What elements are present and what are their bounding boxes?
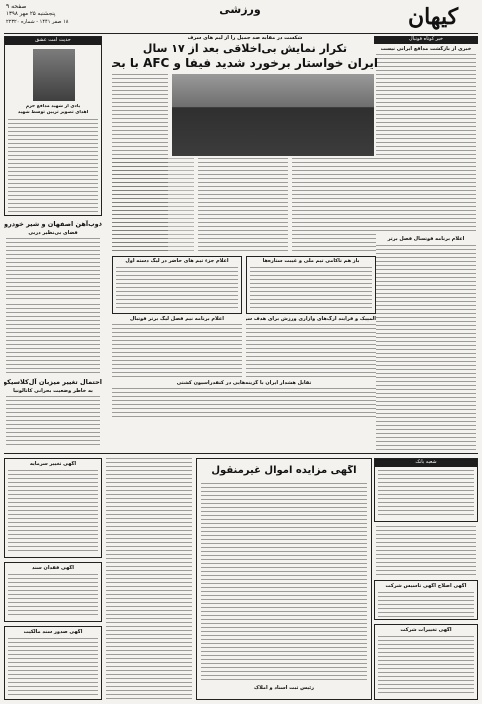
left-sports-sub: فضای بی‌نظیر دربی bbox=[28, 230, 78, 236]
left-sports-body bbox=[6, 238, 100, 300]
top-story-body-c bbox=[112, 74, 168, 254]
top-story-body-d bbox=[112, 158, 194, 254]
martyr-body bbox=[8, 119, 98, 213]
ad-small-3: آگهی صدور سند مالکیت bbox=[4, 626, 102, 700]
ad-box-right: آگهی اصلاح آگهی تاسیس شرکت bbox=[374, 580, 478, 620]
article-2-body bbox=[116, 267, 238, 311]
martyr-photo bbox=[33, 49, 75, 101]
ad-column-mid bbox=[106, 458, 192, 700]
top-story-headline-2: ایران خواستار برخورد شدید فیفا و AFC با … bbox=[112, 56, 378, 70]
newspaper-logo: کیهان bbox=[407, 4, 459, 30]
masthead: کیهان ورزشی صفحه ۹ پنجشنبه ۲۵ مهر ۱۳۹۸ ۱… bbox=[0, 0, 482, 34]
ad-notice-right: شعبه بانک bbox=[374, 458, 478, 522]
right-body-2 bbox=[376, 245, 476, 455]
ad-small-1: آگهی تغییر سرمایه bbox=[4, 458, 102, 558]
top-story-body-a bbox=[292, 158, 376, 254]
page-number: صفحه ۹ bbox=[6, 3, 27, 10]
article-1-body bbox=[250, 267, 372, 311]
left-news-body bbox=[6, 304, 100, 374]
ad-small-3-title: آگهی صدور سند مالکیت bbox=[23, 629, 83, 635]
article-1-title: باز هم ناکامی تیم ملی و غیبت ستاره‌ها bbox=[262, 258, 360, 264]
article-2-title: اعلام جزء تیم های حاضر در لیگ دسته اول bbox=[125, 258, 229, 264]
auction-signature: رئیس ثبت اسناد و املاک bbox=[254, 685, 314, 691]
left-column-box: حدیث امت عشق یادی از شهید مدافع حرم اهدا… bbox=[4, 36, 102, 216]
ad-box-bottom-title: آگهی تغییرات شرکت bbox=[400, 627, 452, 633]
article-5-title: المپیک و فرایند ارگ‌های وازاری ورزش برای… bbox=[246, 316, 376, 322]
ad-small-2-body bbox=[8, 574, 98, 618]
masthead-divider bbox=[4, 33, 478, 34]
right-subhead-2: اعلام برنامه فوتسال فصل برتر bbox=[387, 236, 465, 242]
left-cinema-sub: به خاطر وضعیت بحرانی کاتالونیا bbox=[13, 388, 93, 394]
auction-notice-body bbox=[201, 483, 367, 681]
martyr-subcaption: اهدای تصویر تزیین توسط شهید bbox=[17, 110, 89, 115]
ad-small-3-body bbox=[8, 638, 98, 696]
ad-right-text bbox=[376, 526, 476, 576]
ad-box-right-title: آگهی اصلاح آگهی تاسیس شرکت bbox=[385, 583, 467, 589]
top-story-kicker: شکست در مقابه صد جمیل را از لیم های سرف bbox=[187, 35, 303, 41]
article-box-2: اعلام جزء تیم های حاضر در لیگ دسته اول bbox=[112, 256, 242, 314]
match-photo bbox=[172, 74, 374, 156]
ad-box-right-body bbox=[378, 592, 474, 617]
ad-small-2: آگهی فقدان سند bbox=[4, 562, 102, 622]
section-title: ورزشی bbox=[219, 3, 261, 16]
top-story-headline-1: تکرار نمایش بی‌اخلاقی بعد از ۱۷ سال bbox=[142, 42, 348, 55]
ad-box-bottom: آگهی تغییرات شرکت bbox=[374, 624, 478, 700]
left-sports-headline: ذوب‌آهن اصفهان و شیر خودرو مشهد bbox=[4, 220, 102, 228]
ad-box-bottom-body bbox=[378, 636, 474, 696]
left-column-title: حدیث امت عشق bbox=[5, 37, 101, 45]
left-cinema-headline: احتمال تغییر میزبان آل‌کلاسیکو bbox=[4, 378, 102, 386]
ads-divider bbox=[4, 453, 478, 454]
article-box-1: باز هم ناکامی تیم ملی و غیبت ستاره‌ها bbox=[246, 256, 376, 314]
top-story-body-b bbox=[198, 158, 288, 254]
article-3-title: اعلام برنامه نیم فصل لیگ برتر فوتبال bbox=[130, 316, 224, 322]
article-4-body bbox=[112, 388, 376, 418]
ad-small-1-title: آگهی تغییر سرمایه bbox=[29, 461, 77, 467]
left-cinema-body bbox=[6, 396, 100, 448]
article-5-body bbox=[246, 324, 376, 378]
ad-small-1-body bbox=[8, 470, 98, 554]
auction-notice: آگهی مزایده اموال غیرمنقول رئیس ثبت اسنا… bbox=[196, 458, 372, 700]
article-3-body bbox=[112, 324, 242, 378]
right-column: خبر کوتاه فوتبال خبری از بازگشت مدافع ای… bbox=[374, 36, 478, 456]
right-subhead-1: خبری از بازگشت مدافع ایرانی نیست bbox=[380, 46, 472, 52]
article-4-title: تقابل هشدار ایران با گزینه‌هایی در کنفدر… bbox=[176, 380, 312, 386]
right-column-title: خبر کوتاه فوتبال bbox=[374, 36, 478, 44]
issue-date: پنجشنبه ۲۵ مهر ۱۳۹۸ bbox=[6, 11, 56, 17]
auction-notice-title: آگهی مزایده اموال غیرمنقول bbox=[211, 465, 357, 476]
bank-label: شعبه بانک bbox=[375, 459, 477, 467]
right-body-1 bbox=[376, 54, 476, 234]
ad-small-2-title: آگهی فقدان سند bbox=[31, 565, 75, 571]
martyr-caption: یادی از شهید مدافع حرم bbox=[25, 104, 81, 109]
ad-notice-right-body bbox=[378, 470, 474, 518]
issue-number: ۱۸ صفر ۱۴۴۱ - شماره ۲۲۳۲۰ bbox=[6, 19, 69, 25]
